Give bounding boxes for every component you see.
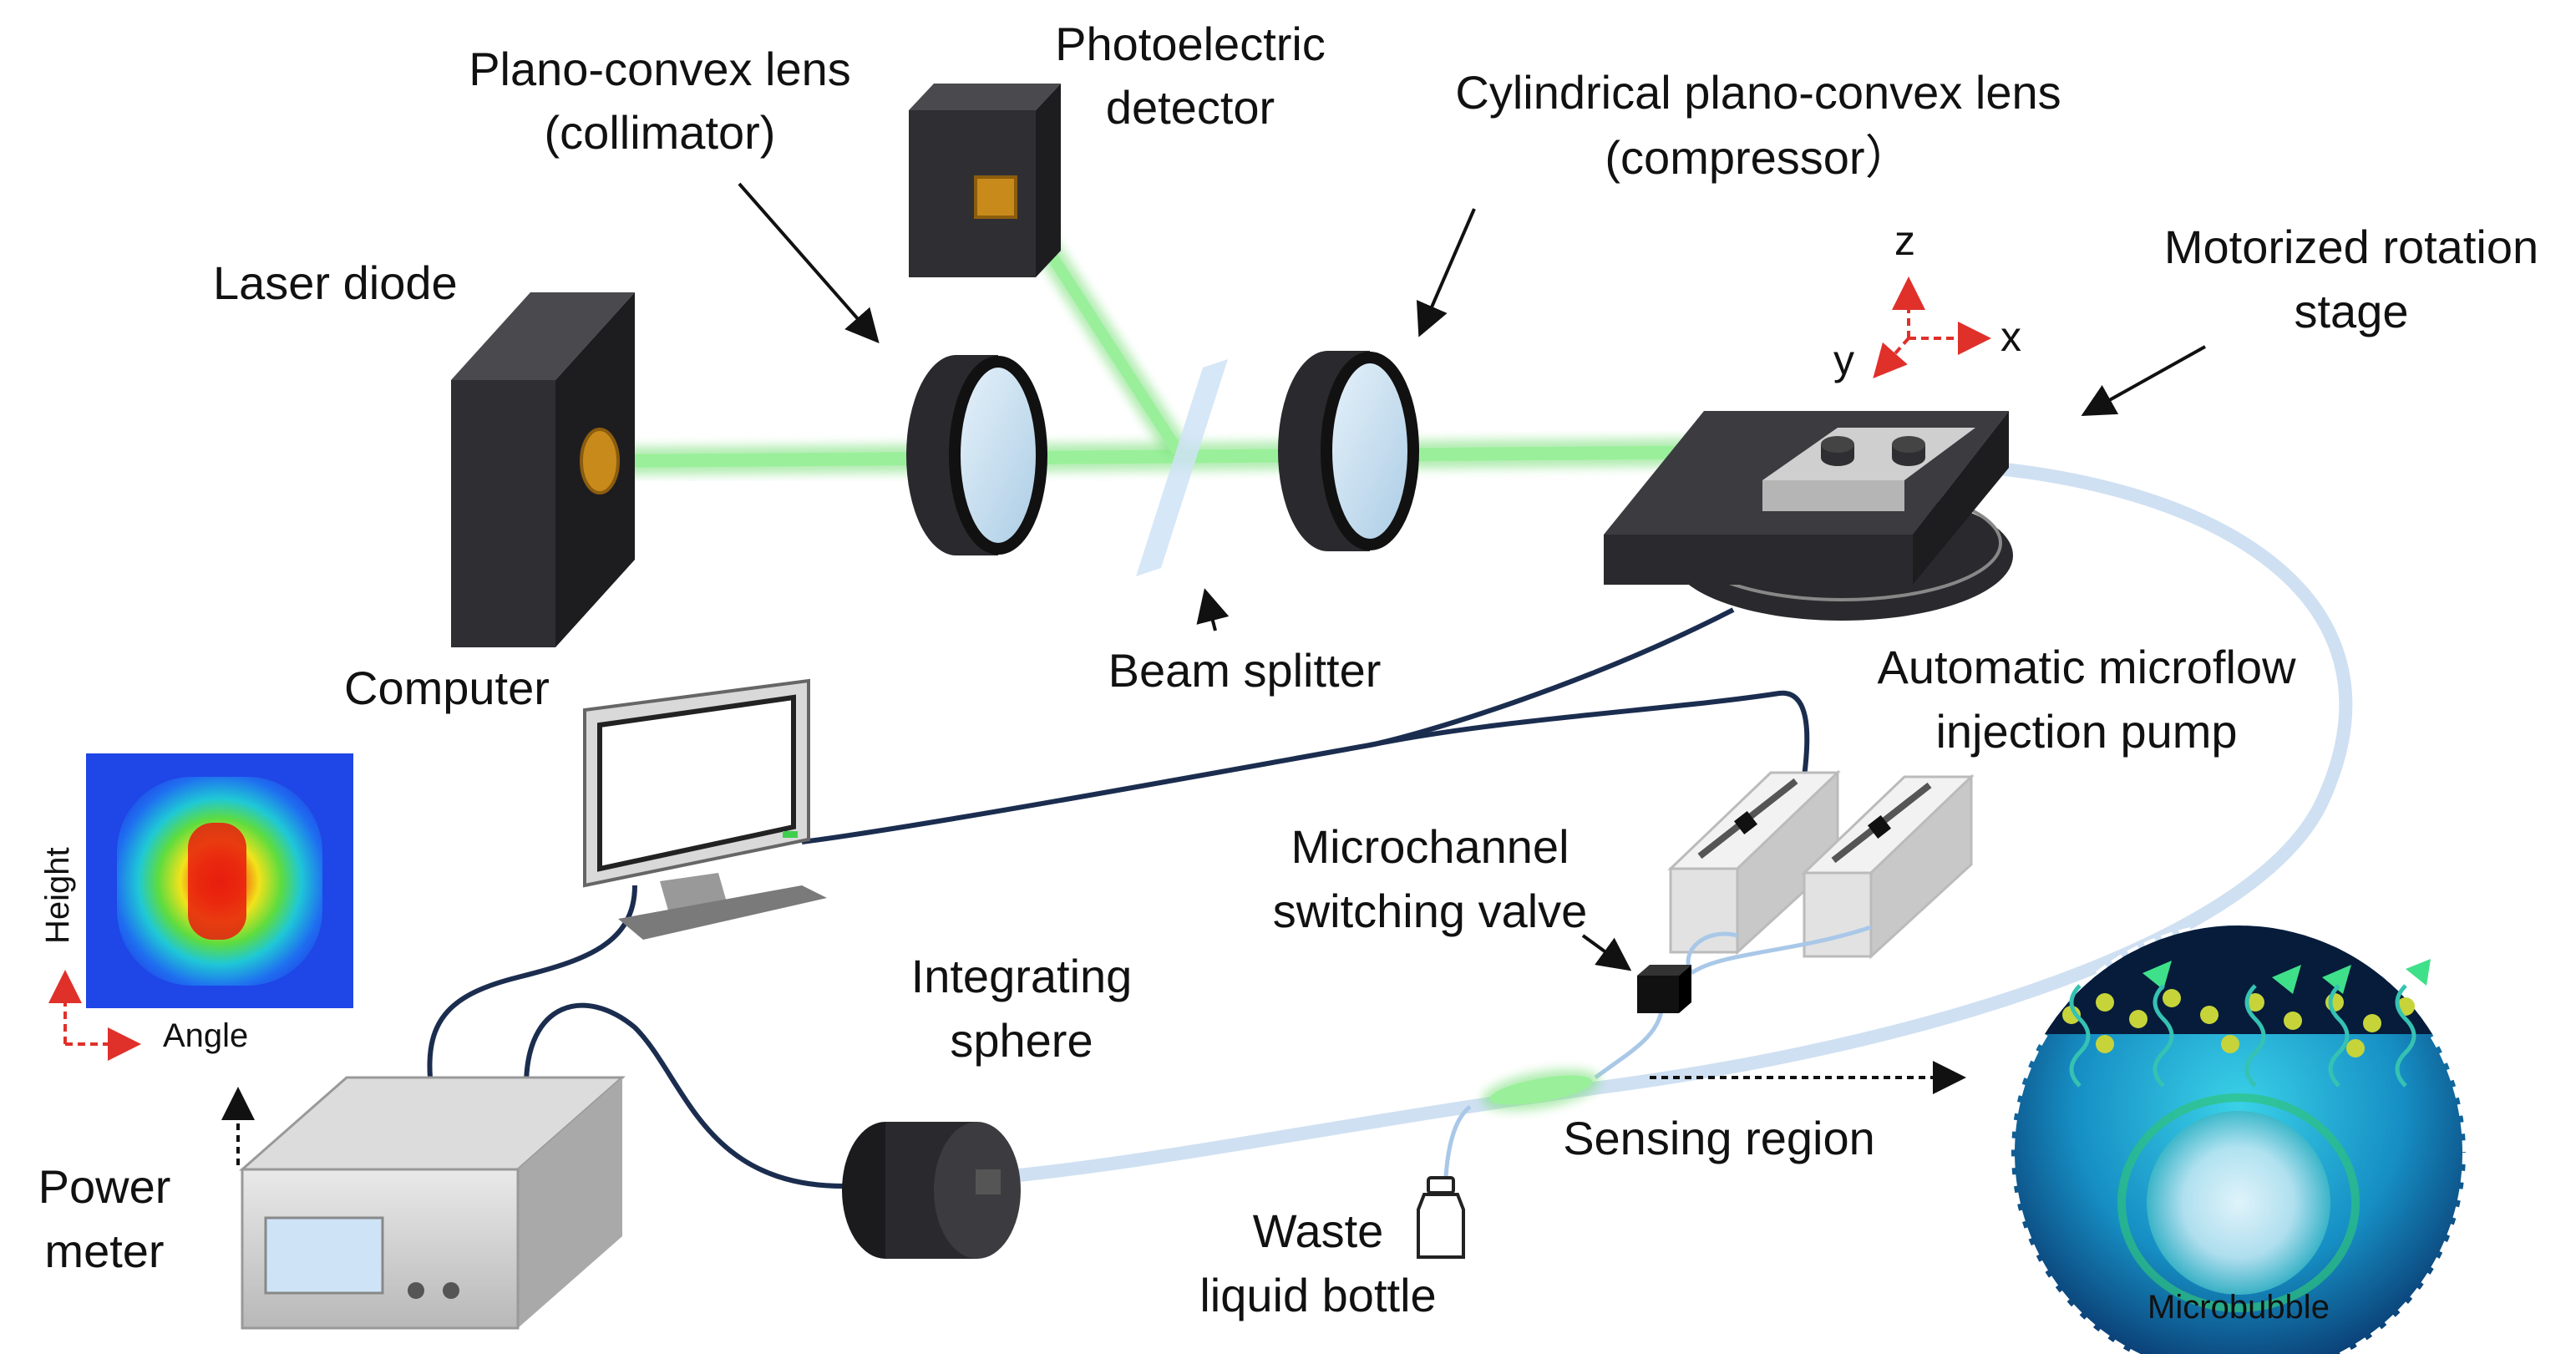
label-pump-line1: Automatic microflow (1877, 641, 2296, 693)
integrating-sphere (842, 1122, 1021, 1259)
label-microchannel: Microchannel (1291, 820, 1569, 873)
label-sphere: sphere (950, 1014, 1093, 1067)
waste-liquid-bottle (1417, 1176, 1465, 1259)
label-sensing-region: Sensing region (1563, 1112, 1875, 1164)
heatmap-inset (86, 753, 353, 1008)
label-laser-diode: Laser diode (213, 256, 458, 309)
label-meter: meter (44, 1225, 164, 1277)
label-switching-valve: switching valve (1273, 885, 1588, 937)
cables (427, 607, 1810, 1189)
axis-y-label: y (1833, 337, 1854, 383)
label-microbubble: Microbubble (2148, 1289, 2330, 1326)
collimator-lens (906, 355, 1047, 555)
cylindrical-lens (1278, 351, 1419, 551)
beam-splitter (1136, 359, 1228, 576)
label-beam-splitter: Beam splitter (1108, 644, 1382, 697)
pointer-arrows (738, 182, 2206, 971)
microbubble-illustration (2008, 922, 2469, 1354)
power-meter (239, 1076, 626, 1330)
label-waste: Waste (1253, 1204, 1384, 1257)
label-motorized-rotation: Motorized rotation (2164, 221, 2538, 273)
label-computer: Computer (344, 662, 550, 714)
axis-x-label: x (2000, 313, 2021, 360)
heatmap-ylabel: Height (39, 847, 76, 944)
coordinate-axes (1873, 276, 1991, 378)
computer-monitor (583, 678, 827, 940)
label-collimator: (collimator) (545, 106, 776, 159)
label-compressor: (compressor） (1605, 131, 1911, 184)
laser-diode (451, 292, 635, 647)
switching-valve (1637, 965, 1691, 1013)
optical-fiber (987, 457, 2353, 1184)
photoelectric-detector (909, 84, 1061, 277)
label-detector: detector (1106, 81, 1275, 134)
label-power: Power (38, 1160, 171, 1213)
laser-beam (609, 185, 1855, 475)
label-pump-line2: injection pump (1935, 705, 2237, 758)
sensing-region (1481, 1068, 1601, 1112)
label-liquid-bottle: liquid bottle (1199, 1269, 1436, 1321)
heatmap-xlabel: Angle (163, 1017, 248, 1054)
label-integrating: Integrating (911, 950, 1133, 1002)
axis-z-label: z (1894, 217, 1915, 264)
label-cylindrical-lens: Cylindrical plano-convex lens (1455, 66, 2061, 119)
label-photoelectric: Photoelectric (1055, 18, 1326, 70)
label-plano-convex-lens: Plano-convex lens (469, 43, 851, 95)
label-stage: stage (2295, 285, 2409, 337)
motorized-rotation-stage (1604, 411, 2013, 621)
